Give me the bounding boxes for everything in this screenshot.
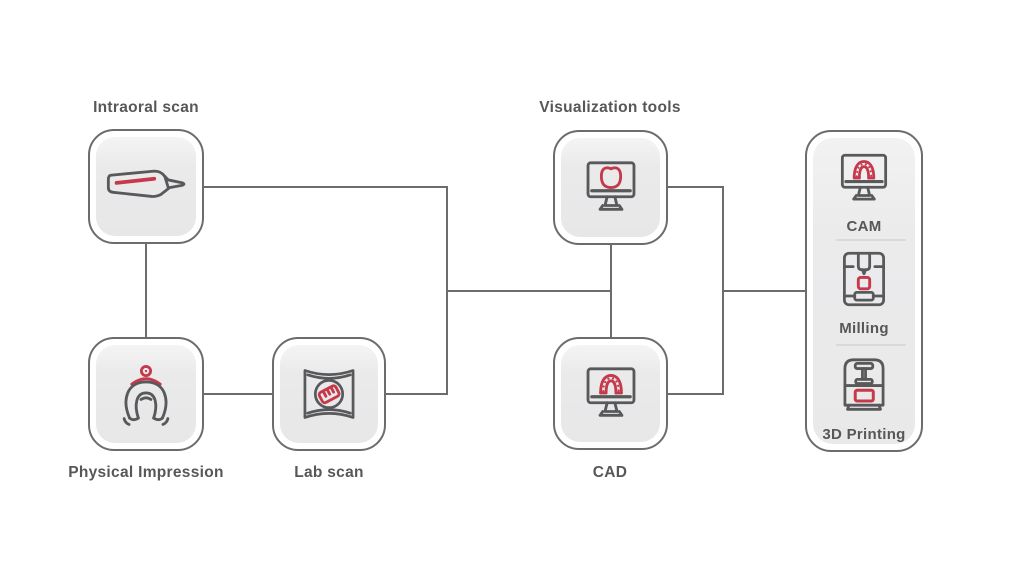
label-lab-scan: Lab scan [294, 464, 364, 481]
label-visualization-tools: Visualization tools [539, 99, 681, 116]
impression-tray-icon [111, 359, 181, 429]
connector-physical-labscan [204, 393, 272, 395]
connector-visualization-right [668, 186, 724, 188]
node-physical-impression [88, 337, 204, 451]
printer-3d-icon [831, 350, 897, 416]
label-physical-impression: Physical Impression [68, 464, 224, 481]
label-cam: CAM [846, 218, 882, 235]
label-cad: CAD [592, 464, 628, 481]
panel-divider [836, 239, 906, 241]
connector-cad-right [668, 393, 724, 395]
lab-scanner-icon [294, 359, 364, 429]
label-milling: Milling [839, 320, 889, 337]
label-intraoral-scan: Intraoral scan [93, 99, 199, 116]
node-lab-scan [272, 337, 386, 451]
intraoral-scanner-icon [100, 167, 192, 207]
panel-divider [836, 344, 906, 346]
connector-intraoral-physical [145, 244, 147, 337]
connector-intraoral-right [204, 186, 448, 188]
node-cad [553, 337, 668, 450]
label-3d-printing: 3D Printing [822, 426, 906, 443]
output-panel: CAM Milling [805, 130, 923, 452]
connector-labscan-right [386, 393, 448, 395]
monitor-arch-icon [576, 359, 646, 429]
monitor-tooth-icon [576, 153, 646, 223]
milling-machine-icon [831, 246, 897, 312]
node-intraoral-scan [88, 129, 204, 244]
connector-trunk-left [446, 290, 612, 292]
connector-trunk-right [722, 290, 805, 292]
monitor-arch-icon [831, 146, 897, 212]
connector-visualization-cad [610, 245, 612, 337]
node-visualization-tools [553, 130, 668, 245]
